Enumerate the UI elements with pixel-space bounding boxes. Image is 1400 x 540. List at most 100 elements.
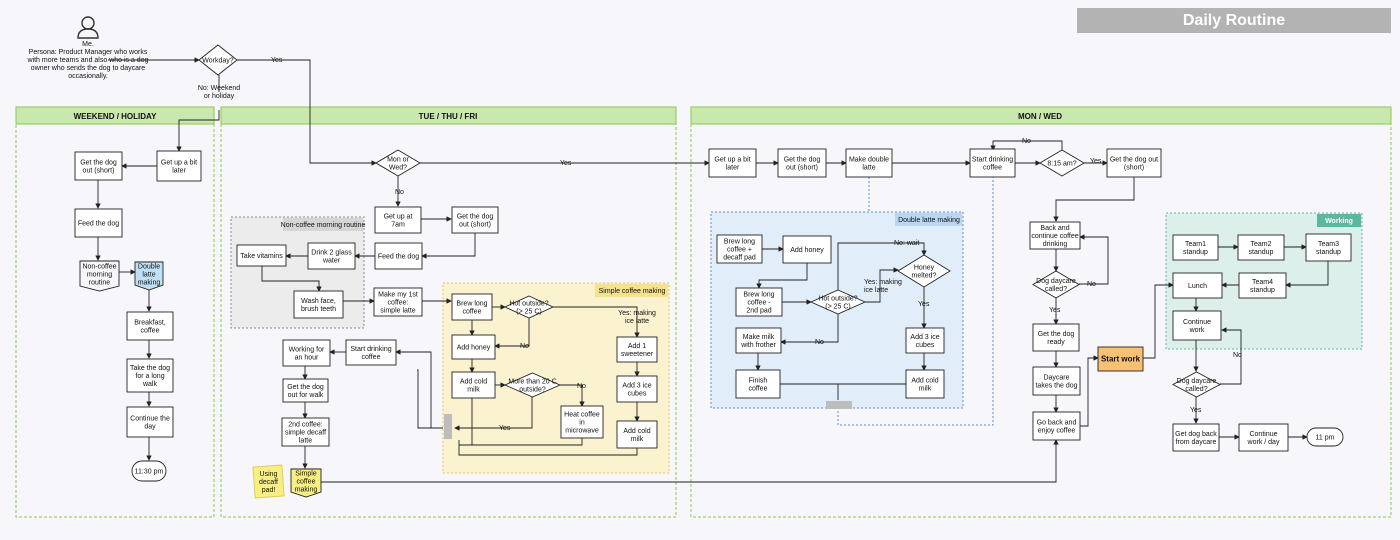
group-label-double-latte: Double latte making [898,217,960,224]
edge-label-no-dl-hot: No [815,339,824,346]
edge-label-no-monwed: No [395,189,404,196]
lane-title-mon-wed: MON / WED [1018,112,1062,121]
edge-label-yes-monwed: Yes [560,160,572,167]
edges [95,57,1329,483]
node-label-mw-dogout2: Get the dog out(short) [1110,157,1158,172]
edge-label-yes-called: Yes [1049,307,1061,314]
edge-label-no-wait: No: wait [894,240,919,247]
edge-label-yes-wk-called: Yes [1190,407,1202,414]
edge-label-no-wk-called: No [1233,352,1242,359]
node-mw-dogout2: Get the dog out(short) [1106,148,1162,178]
edge-label-no-hot: No [520,343,529,350]
group-label-non-coffee: Non-coffee morning routine [281,222,366,229]
edge-label-no-more20: No [577,383,586,390]
node-we-breakfast: Breakfast,coffee [126,311,174,341]
edge-label-yes-melted: Yes [918,301,930,308]
lane-title-tue-thu-fri: TUE / THU / FRI [419,112,478,121]
lane-mon-wed: MON / WED [690,106,1392,518]
node-label-mw-815: 8:15 am? [1047,161,1076,168]
node-workday: Workday? [198,44,238,76]
node-sc-honey: Add honey [451,334,496,360]
node-label-sc-honey: Add honey [457,345,491,352]
node-nc-wash: Wash face,brush teeth [293,290,344,319]
lane-tue-thu-fri: TUE / THU / FRI [220,106,677,518]
lane-title-weekend: WEEKEND / HOLIDAY [74,112,157,121]
persona-icon [77,16,99,39]
node-wk-lunch: Lunch [1172,272,1223,299]
node-label-dl-honey: Add honey [790,247,824,254]
node-we-1130: 11:30 pm [131,460,167,482]
edge-label-yes-815: Yes [1090,158,1102,165]
node-nc-vitamins: Take vitamins [236,244,287,267]
